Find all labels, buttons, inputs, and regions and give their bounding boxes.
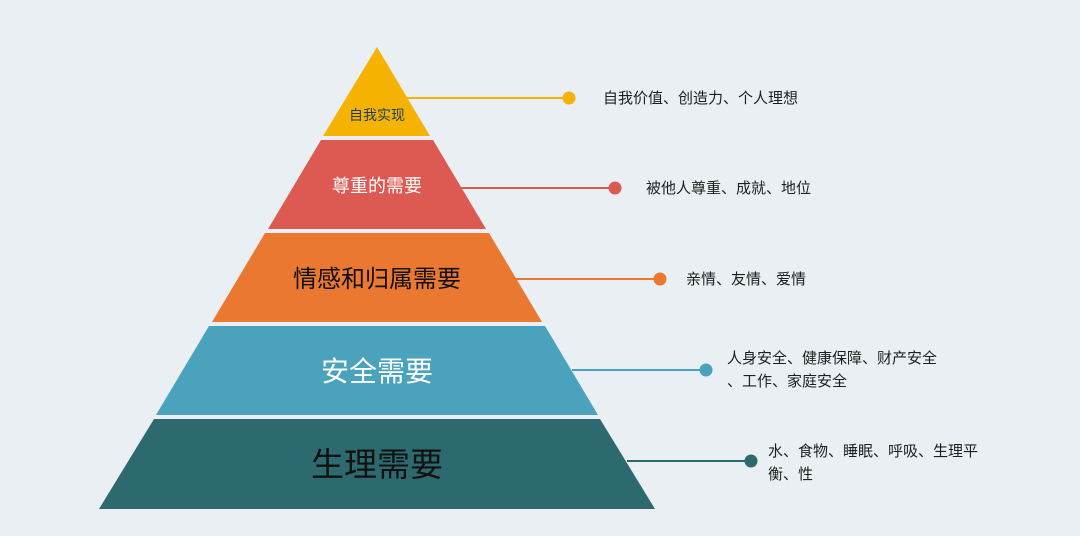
- level-2-connector-dot: [608, 181, 622, 195]
- level-3-description: 亲情、友情、爱情: [686, 268, 806, 291]
- level-5-description: 水、食物、睡眠、呼吸、生理平 衡、性: [768, 440, 978, 486]
- level-1-connector-dot: [562, 91, 576, 105]
- level-5-description-line-1: 水、食物、睡眠、呼吸、生理平: [768, 442, 979, 460]
- level-2-label: 尊重的需要: [332, 176, 422, 197]
- level-1-shape: [323, 47, 430, 136]
- level-5-shape: [99, 419, 655, 509]
- level-3-label: 情感和归属需要: [293, 265, 461, 293]
- level-4-description: 人身安全、健康保障、财产安全 、工作、家庭安全: [727, 347, 937, 393]
- level-2-description: 被他人尊重、成就、地位: [646, 177, 811, 200]
- level-5-label: 生理需要: [311, 445, 443, 484]
- level-4-description-line-1: 人身安全、健康保障、财产安全: [727, 349, 938, 367]
- level-4-label: 安全需要: [321, 355, 433, 388]
- level-3-connector-dot: [653, 272, 667, 286]
- level-2-description-line-1: 被他人尊重、成就、地位: [646, 179, 812, 197]
- level-1-description-line-1: 自我价值、创造力、个人理想: [603, 89, 799, 107]
- level-4-description-line-2: 、工作、家庭安全: [727, 372, 848, 390]
- level-2-shape: [268, 140, 486, 229]
- level-3-shape: [212, 233, 542, 322]
- level-4-connector-dot: [699, 363, 713, 377]
- level-3-description-line-1: 亲情、友情、爱情: [686, 270, 807, 288]
- level-1-label: 自我实现: [349, 108, 405, 124]
- level-4-shape: [156, 326, 598, 415]
- level-1-description: 自我价值、创造力、个人理想: [603, 87, 798, 110]
- level-5-description-line-2: 衡、性: [768, 465, 814, 483]
- level-5-connector-dot: [744, 454, 758, 468]
